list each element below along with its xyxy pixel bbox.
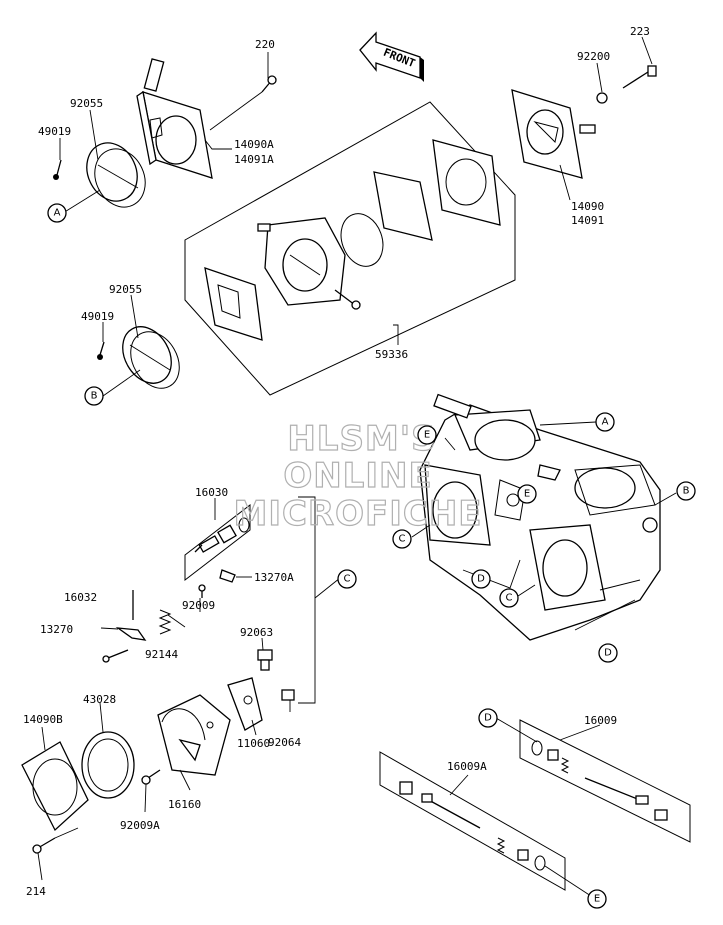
label-14090A: 14090A — [234, 138, 274, 151]
label-14091A: 14091A — [234, 153, 274, 166]
gasket-11060 — [227, 677, 263, 731]
callout-e-bottom: E — [587, 889, 607, 909]
label-92055-top: 92055 — [70, 97, 103, 110]
jet-16030 — [184, 503, 251, 582]
bolt-92064 — [281, 689, 295, 701]
callout-e-top: E — [417, 425, 437, 445]
bolt-92063 — [257, 649, 273, 671]
callout-c-bottom: C — [499, 588, 519, 608]
watermark: HLSM'S ONLINE MICROFICHE — [233, 418, 482, 534]
screw-220 — [209, 75, 277, 131]
label-13270: 13270 — [40, 623, 73, 636]
label-92144: 92144 — [145, 648, 178, 661]
nut-92200 — [596, 92, 608, 104]
kit-box-59336 — [184, 101, 516, 396]
label-14090: 14090 — [571, 200, 604, 213]
label-43028: 43028 — [83, 693, 116, 706]
svg-text:D: D — [484, 713, 492, 724]
label-92200: 92200 — [577, 50, 610, 63]
label-92009: 92009 — [182, 599, 215, 612]
callout-b-left: B — [84, 386, 104, 406]
part-labels: 220 223 92200 92055 49019 14090A 14091A … — [23, 25, 650, 898]
callout-d-bottom: D — [598, 643, 618, 663]
spring-92144 — [158, 609, 172, 635]
svg-text:E: E — [424, 430, 430, 441]
label-92064: 92064 — [268, 736, 301, 749]
label-16009A: 16009A — [447, 760, 487, 773]
label-92009A: 92009A — [120, 819, 160, 832]
label-214: 214 — [26, 885, 46, 898]
watermark-line1: HLSM'S — [287, 419, 436, 459]
cover-14090A — [136, 58, 213, 179]
callout-e-mid: E — [517, 484, 537, 504]
label-92063: 92063 — [240, 626, 273, 639]
diaphragm-43028 — [81, 731, 135, 799]
o-ring — [340, 213, 384, 267]
carb-body-small — [257, 217, 361, 310]
label-16032: 16032 — [64, 591, 97, 604]
callout-c-group: C — [337, 569, 357, 589]
callout-d-jets: D — [478, 708, 498, 728]
label-14090B: 14090B — [23, 713, 63, 726]
label-49019-mid: 49019 — [81, 310, 114, 323]
svg-text:E: E — [594, 894, 600, 905]
label-14091: 14091 — [571, 214, 604, 227]
svg-text:C: C — [506, 593, 513, 604]
svg-text:D: D — [604, 648, 612, 659]
group-c-bracket — [298, 496, 341, 704]
screw-223 — [622, 65, 657, 89]
label-92055-mid: 92055 — [109, 283, 142, 296]
kit-box-16009A — [379, 751, 566, 891]
lever-13270 — [100, 627, 147, 641]
screw-214 — [32, 827, 79, 854]
svg-text:B: B — [683, 486, 690, 497]
svg-text:C: C — [344, 574, 351, 585]
diaphragm-92055-top — [86, 142, 146, 208]
gasket-plate-left — [204, 267, 263, 341]
clip-13270A — [219, 569, 252, 583]
cover-14090B — [21, 741, 89, 832]
gasket-plate-right — [432, 139, 501, 226]
screw-49019-top — [53, 159, 62, 180]
callout-circles: A B A E B E C D — [47, 203, 696, 909]
housing-16160 — [157, 694, 231, 776]
watermark-line3: MICROFICHE — [233, 494, 482, 534]
screw-lever — [102, 649, 129, 663]
front-arrow: FRONT — [359, 31, 424, 82]
screw-92009A — [141, 769, 161, 785]
callout-b-right: B — [676, 481, 696, 501]
label-49019-top: 49019 — [38, 125, 71, 138]
callout-a-top: A — [47, 203, 67, 223]
svg-text:C: C — [399, 534, 406, 545]
callout-a-right: A — [595, 412, 615, 432]
svg-text:A: A — [54, 208, 61, 219]
callout-c-left: C — [392, 529, 412, 549]
label-16030: 16030 — [195, 486, 228, 499]
diaphragm-92055-mid — [122, 326, 180, 389]
gasket-plate-mid — [373, 171, 433, 241]
screw-92009 — [198, 584, 206, 598]
cover-14090 — [511, 89, 596, 179]
label-16009: 16009 — [584, 714, 617, 727]
label-11060: 11060 — [237, 737, 270, 750]
svg-text:A: A — [602, 417, 609, 428]
svg-text:E: E — [524, 489, 530, 500]
label-220: 220 — [255, 38, 275, 51]
svg-text:B: B — [91, 391, 98, 402]
svg-text:D: D — [477, 574, 485, 585]
kit-box-16009 — [519, 719, 691, 843]
callout-d-mid: D — [471, 569, 491, 589]
label-59336: 59336 — [375, 348, 408, 361]
label-16160: 16160 — [168, 798, 201, 811]
label-leaders — [37, 36, 653, 899]
label-13270A: 13270A — [254, 571, 294, 584]
label-223: 223 — [630, 25, 650, 38]
screw-49019-mid — [97, 341, 105, 360]
watermark-line2: ONLINE — [283, 456, 432, 496]
